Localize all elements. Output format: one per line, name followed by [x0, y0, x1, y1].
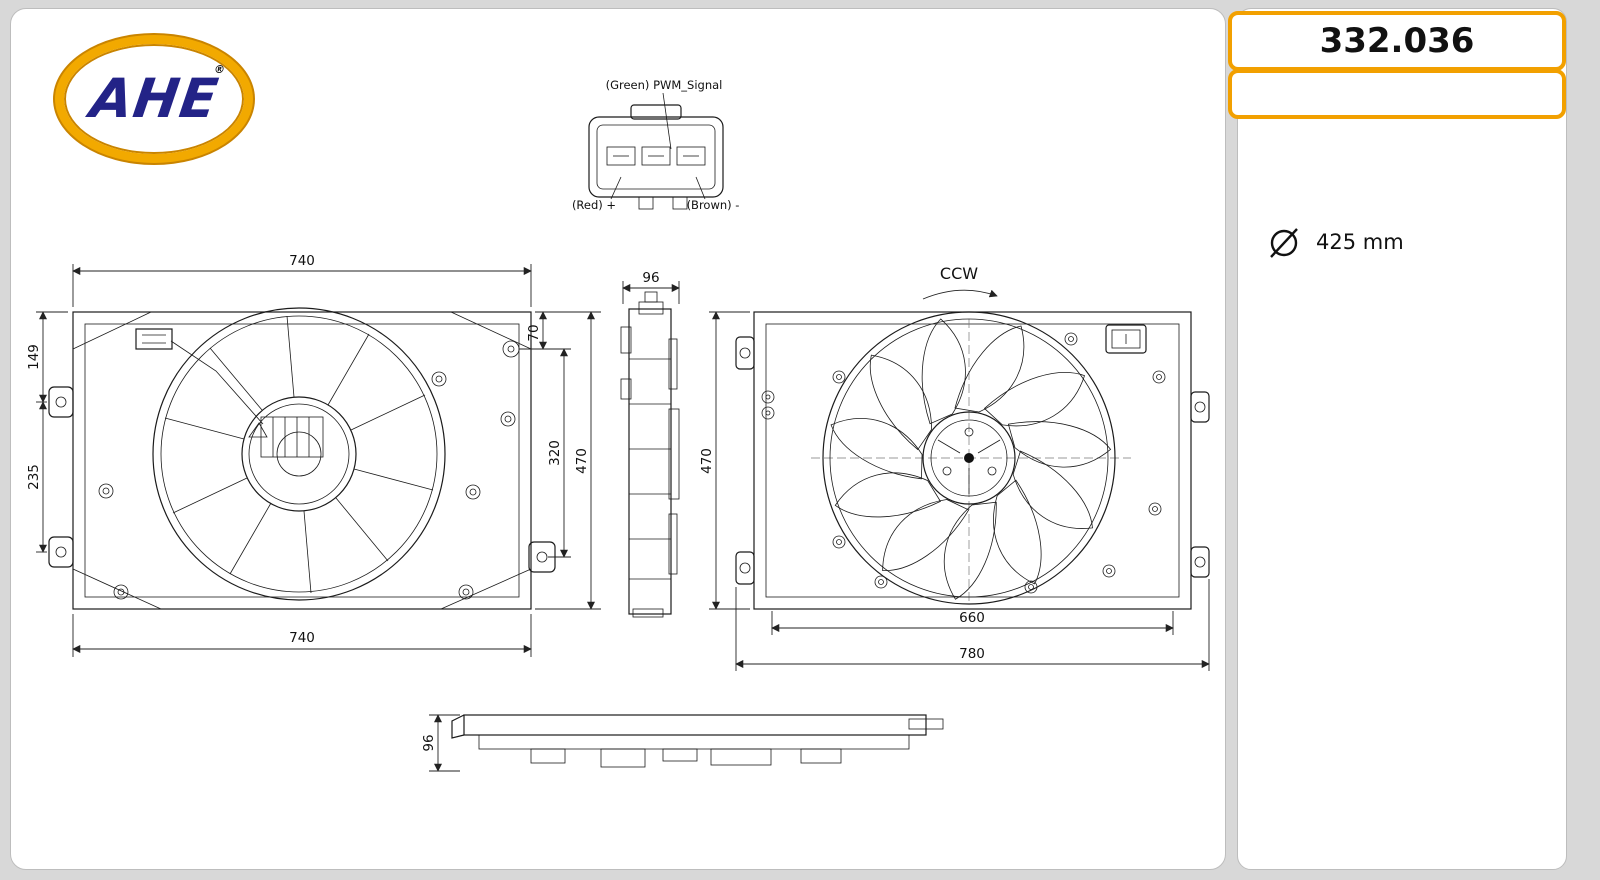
- connector-detail-drawing: (Green) PWM_Signal (Red) + (Brown) -: [572, 78, 740, 212]
- brand-logo: AHE®: [55, 35, 253, 163]
- diameter-value: 425 mm: [1316, 230, 1404, 254]
- dim-front-top-right: 70: [526, 324, 542, 341]
- diameter-icon: [1270, 228, 1298, 258]
- technical-drawing: (Green) PWM_Signal (Red) + (Brown) -: [26, 78, 1210, 772]
- side-view-drawing: 96: [620, 270, 680, 618]
- dim-front-left-upper: 149: [26, 344, 42, 370]
- rotation-ccw-label: CCW: [940, 264, 978, 283]
- dim-rear-left-height: 470: [699, 448, 715, 474]
- bottom-view-drawing: 96: [421, 714, 944, 772]
- dim-front-right-height: 470: [574, 448, 590, 474]
- dim-front-left-lower: 235: [26, 464, 42, 490]
- dim-rear-inner-width: 660: [959, 610, 985, 626]
- mounting-clip: [1105, 324, 1147, 354]
- dim-front-top-width: 740: [289, 253, 315, 269]
- rotation-arrow-icon: [922, 289, 998, 300]
- diameter-spec: 425 mm: [1266, 224, 1404, 260]
- part-number: 332.036: [1319, 21, 1475, 61]
- dim-front-bottom-width: 740: [289, 630, 315, 646]
- dim-front-right-hole-span: 320: [547, 440, 563, 466]
- dim-bottom-depth: 96: [421, 734, 437, 751]
- connector-plus-label: (Red) +: [572, 198, 616, 212]
- info-panel: 332.036 425 mm: [1228, 8, 1567, 870]
- dim-rear-outer-width: 780: [959, 646, 985, 662]
- reference-box-empty: [1228, 69, 1566, 119]
- connector-minus-label: (Brown) -: [687, 198, 740, 212]
- front-view-drawing: 740 740 149 235 70 320: [26, 253, 601, 657]
- part-number-box: 332.036: [1228, 11, 1566, 71]
- drawing-panel: AHE® (Green) PWM_Signal: [10, 8, 1226, 870]
- dim-side-depth: 96: [642, 270, 659, 286]
- rear-view-drawing: CCW: [699, 264, 1210, 671]
- connector-pwm-label: (Green) PWM_Signal: [606, 78, 723, 92]
